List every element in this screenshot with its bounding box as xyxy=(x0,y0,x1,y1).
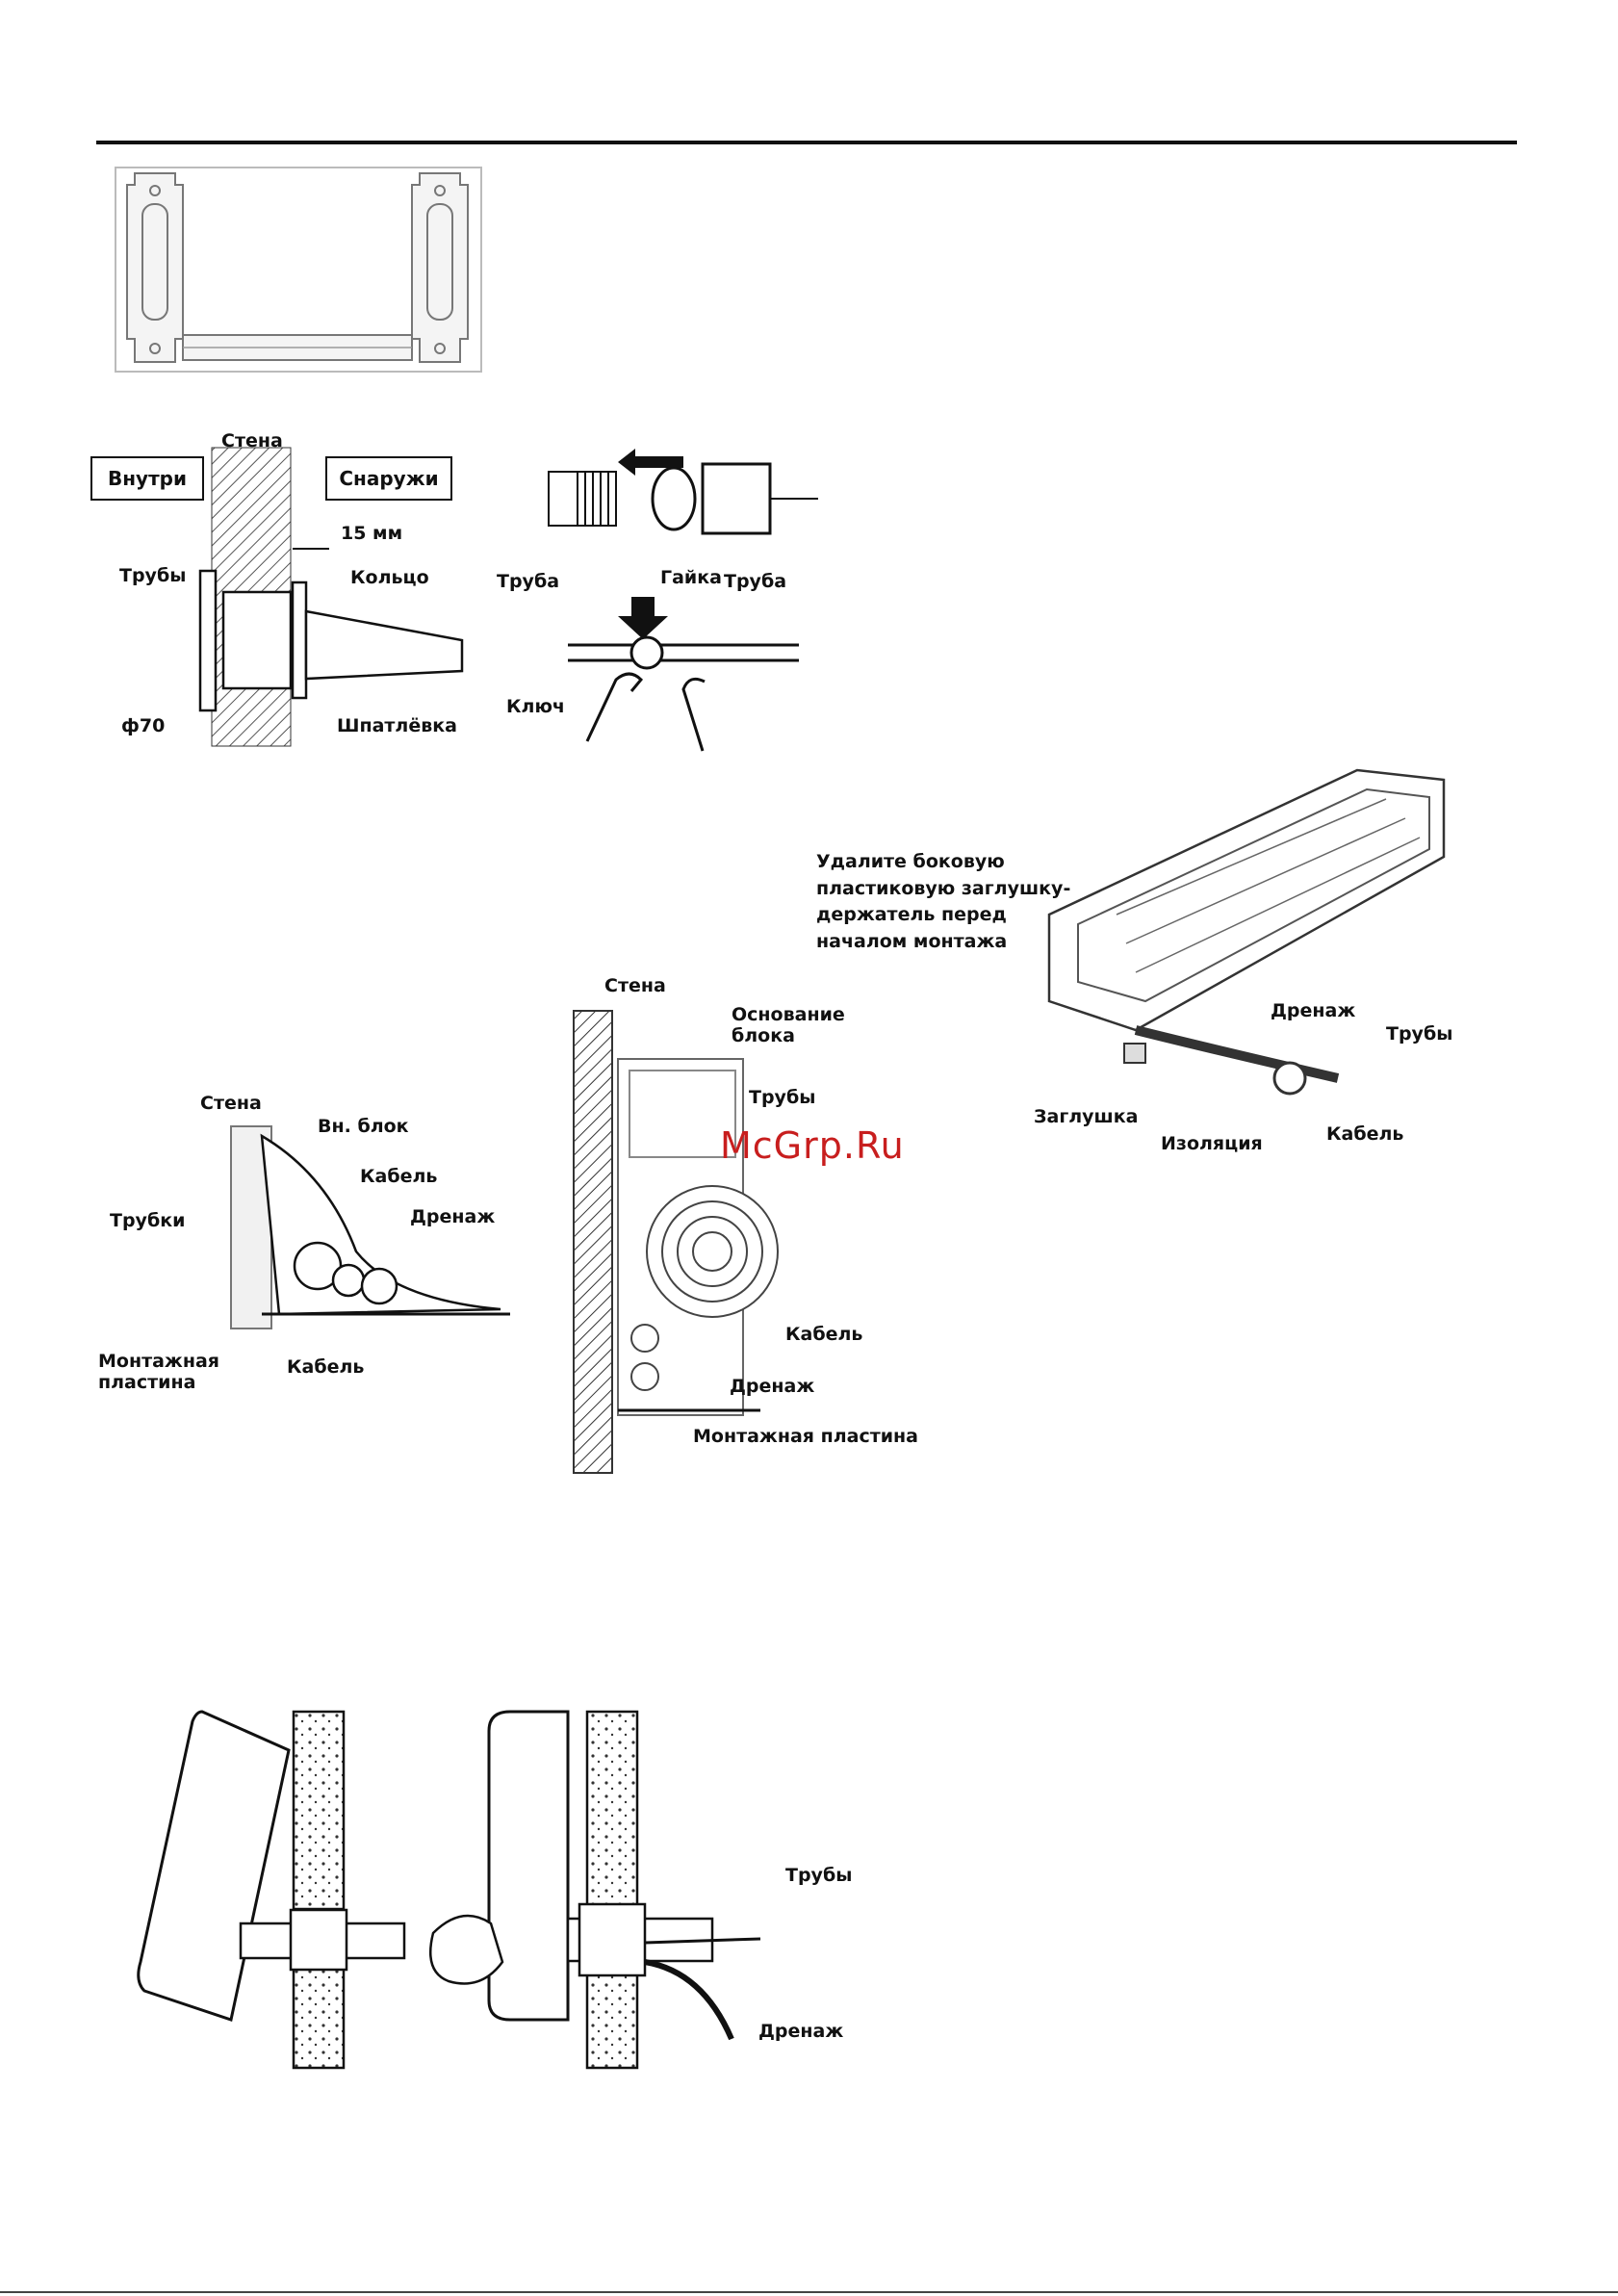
sv-pipes-label: Трубы xyxy=(749,1087,816,1108)
putty-label: Шпатлёвка xyxy=(337,715,457,736)
pipe-right-label: Труба xyxy=(724,571,787,592)
unit-cross-section-figure xyxy=(230,1125,510,1329)
cs-mounting-plate-label: Монтажная пластина xyxy=(98,1351,219,1393)
header-rule xyxy=(96,141,1517,144)
flare-connection-figure xyxy=(548,449,818,752)
sv-wall-label: Стена xyxy=(604,975,666,996)
wall-section-figure xyxy=(198,447,464,747)
cs-indoor-unit-label: Вн. блок xyxy=(318,1116,409,1137)
pipes-label: Трубы xyxy=(119,565,187,586)
watermark-text: McGrp.Ru xyxy=(720,1124,905,1167)
hu-drain-label: Дренаж xyxy=(758,2021,844,2042)
cs-tubes-label: Трубки xyxy=(110,1210,186,1231)
bv-remove-cap-label: Удалите боковую пластиковую заглушку- де… xyxy=(816,851,1071,952)
mounting-plate-figure xyxy=(115,167,482,373)
pipe-left-label: Труба xyxy=(497,571,560,592)
cs-wall-label: Стена xyxy=(200,1093,262,1114)
diameter-label: ф70 xyxy=(121,715,166,736)
bv-insulation-label: Изоляция xyxy=(1161,1133,1263,1154)
hanging-unit-figure xyxy=(137,1710,761,2070)
bv-cable-label: Кабель xyxy=(1326,1123,1404,1145)
unit-back-view-figure xyxy=(1047,768,1446,1096)
sv-mounting-plate-label: Монтажная пластина xyxy=(693,1426,918,1447)
sv-drain-label: Дренаж xyxy=(730,1376,815,1397)
bv-pipes-label: Трубы xyxy=(1386,1023,1453,1045)
hu-pipes-label: Трубы xyxy=(785,1865,853,1886)
bv-drain-label: Дренаж xyxy=(1271,1000,1356,1021)
nut-label: Гайка xyxy=(660,567,722,588)
sv-cable-label: Кабель xyxy=(785,1324,863,1345)
inside-label: Внутри xyxy=(90,456,204,501)
unit-side-view-figure xyxy=(573,1010,779,1474)
sv-base-label: Основание блока xyxy=(732,1004,845,1046)
wall-label: Стена xyxy=(221,430,283,451)
gap-label: 15 мм xyxy=(341,523,403,544)
cs-cable-top-label: Кабель xyxy=(360,1166,438,1187)
cs-cable-bottom-label: Кабель xyxy=(287,1356,365,1378)
ring-label: Кольцо xyxy=(350,567,429,588)
wrench-label: Ключ xyxy=(506,696,565,717)
cs-drain-label: Дренаж xyxy=(410,1206,496,1227)
footer-rule xyxy=(0,2291,1618,2293)
bv-cap-label: Заглушка xyxy=(1034,1106,1139,1127)
outside-label: Снаружи xyxy=(325,456,452,501)
